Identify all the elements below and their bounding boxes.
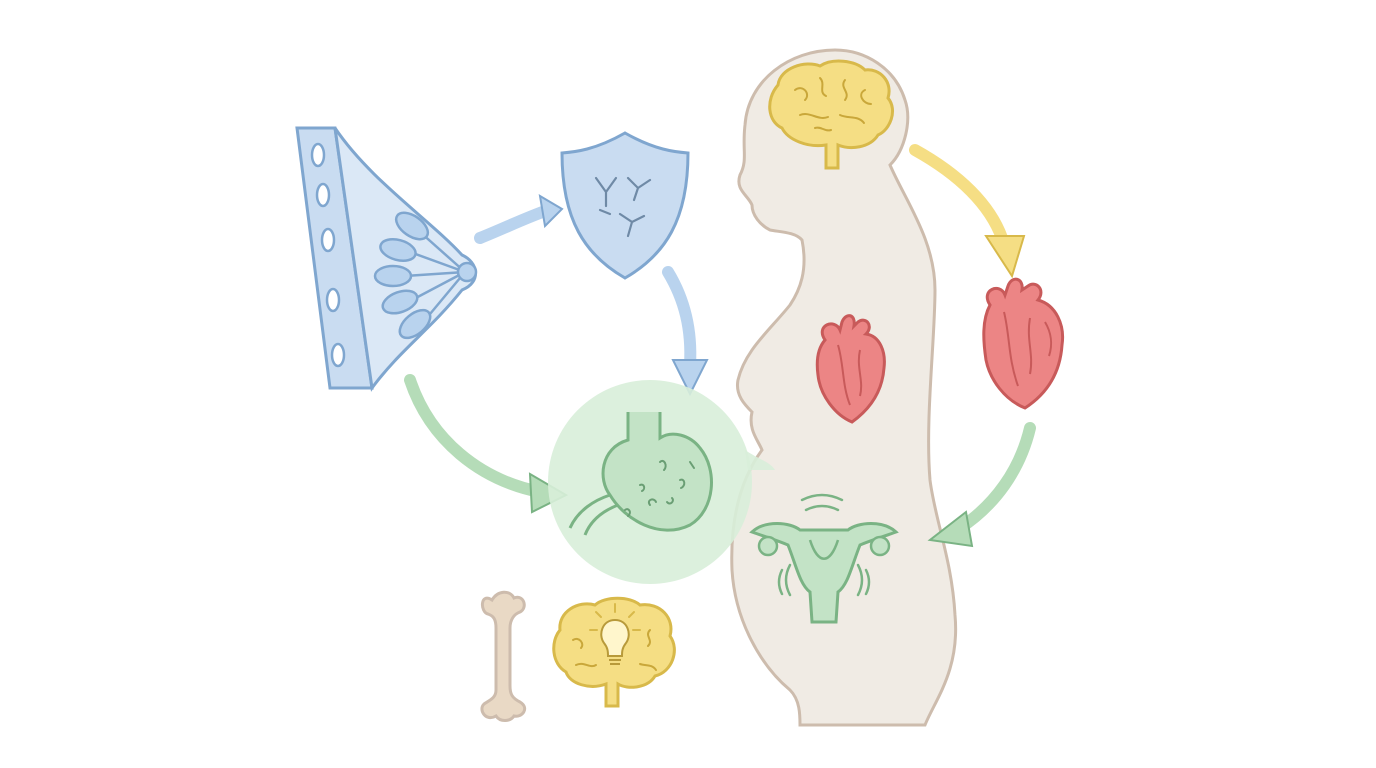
arrow-head-icon xyxy=(927,510,974,548)
arrow-head-icon xyxy=(538,194,564,229)
brain-icon xyxy=(768,59,894,170)
arrow-shield-to-stomach xyxy=(662,266,697,371)
heart-icon xyxy=(982,277,1065,410)
brain-lightbulb-icon xyxy=(552,596,676,708)
uterus-icon xyxy=(749,493,899,624)
stomach-microbiome-icon xyxy=(568,412,713,536)
antibody-shield-icon xyxy=(560,131,690,280)
bone-icon xyxy=(480,590,527,722)
arrow-breast-to-shield xyxy=(474,204,554,244)
breast-cross-section-icon xyxy=(295,126,478,392)
heart-icon xyxy=(815,314,886,424)
arrow-breast-to-stomach xyxy=(404,374,546,498)
arrow-heart-to-uterus xyxy=(954,422,1036,534)
arrow-head-icon xyxy=(528,472,569,514)
arrow-head-icon xyxy=(984,235,1026,279)
arrow-brain-to-heart xyxy=(909,144,1008,244)
arrow-head-icon xyxy=(671,359,709,397)
